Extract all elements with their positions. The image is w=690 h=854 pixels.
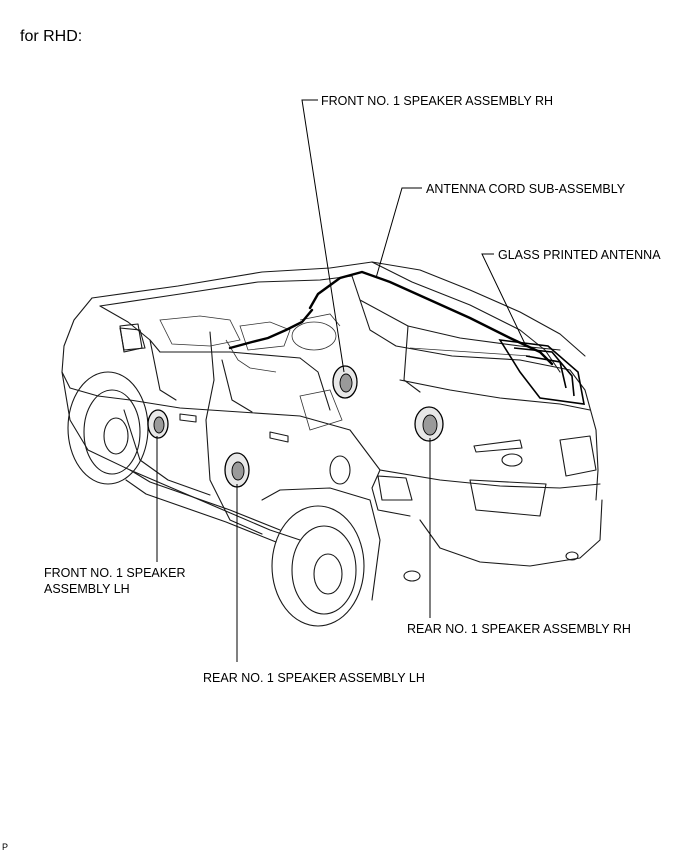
antenna-cord-front [228, 308, 314, 350]
leader-glass-antenna [481, 253, 527, 347]
page-heading: for RHD: [20, 28, 83, 45]
rear-wheel [261, 487, 381, 627]
leader-antenna-cord [375, 187, 422, 279]
vehicle-body [61, 261, 603, 582]
front-rh-speaker [332, 365, 358, 399]
front-lh-speaker [147, 409, 169, 439]
front-wheel [67, 371, 149, 485]
label-rear-speaker-lh: REAR NO. 1 SPEAKER ASSEMBLY LH [203, 671, 425, 685]
label-front-speaker-lh: FRONT NO. 1 SPEAKER ASSEMBLY LH [44, 566, 186, 596]
antenna-cord [308, 270, 554, 366]
leader-front-rh [301, 99, 345, 373]
glass-printed-antenna [498, 338, 585, 405]
label-front-speaker-rh: FRONT NO. 1 SPEAKER ASSEMBLY RH [321, 94, 554, 108]
rear-lh-speaker [224, 452, 250, 488]
rear-rh-speaker [414, 406, 444, 442]
label-rear-speaker-rh: REAR NO. 1 SPEAKER ASSEMBLY RH [407, 622, 631, 636]
footer-code: P [2, 842, 9, 852]
label-glass-printed-antenna: GLASS PRINTED ANTENNA [498, 248, 661, 262]
label-antenna-cord: ANTENNA CORD SUB-ASSEMBLY [426, 182, 626, 196]
